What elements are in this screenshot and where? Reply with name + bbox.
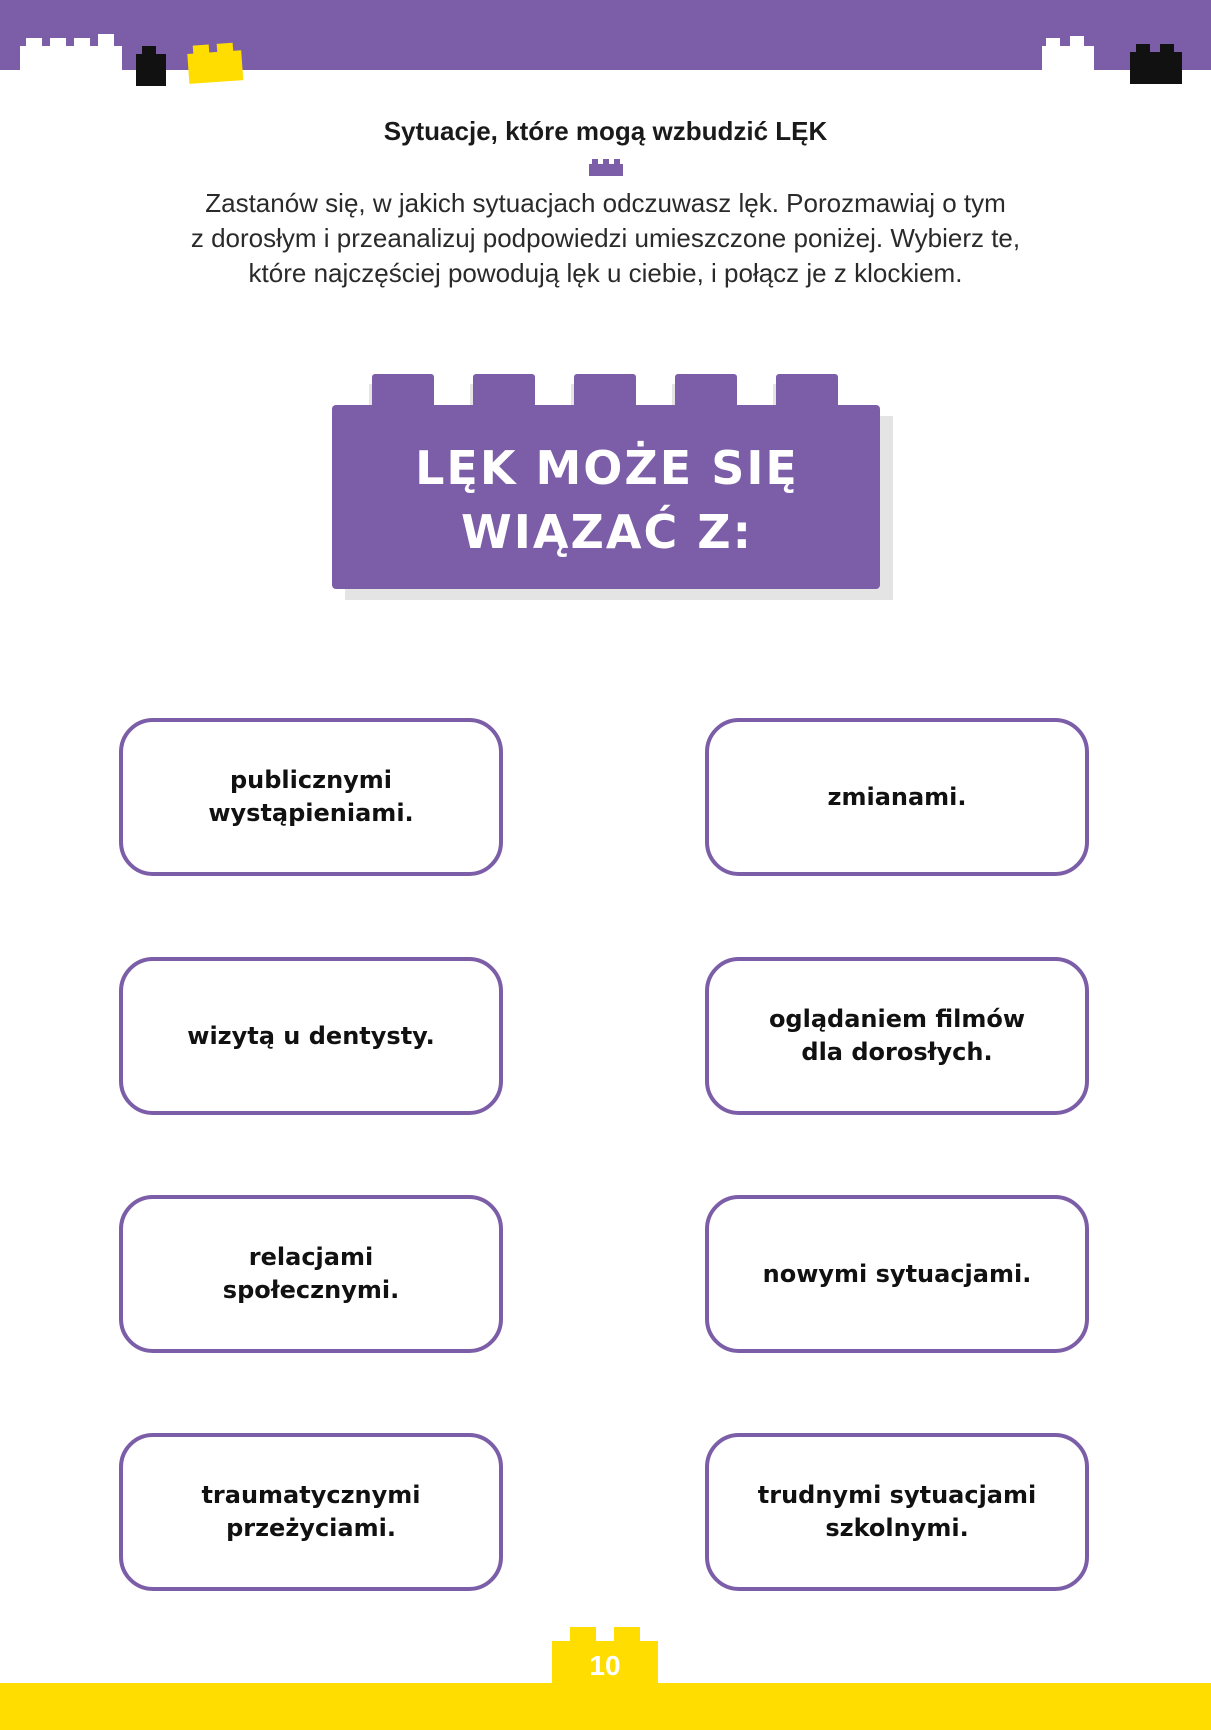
option-card-label: wizytą u dentysty.: [187, 1021, 435, 1050]
yellow-brick-icon: [187, 42, 244, 84]
black-brick-left-icon: [136, 46, 166, 86]
option-card-adult-films[interactable]: oglądaniem filmów dla dorosłych.: [705, 957, 1089, 1115]
option-card-new-situations[interactable]: nowymi sytuacjami.: [705, 1195, 1089, 1353]
top-banner: [0, 0, 1211, 70]
white-brick-right-icon: [1042, 36, 1094, 74]
option-card-changes[interactable]: zmianami.: [705, 718, 1089, 876]
option-card-dentist[interactable]: wizytą u dentysty.: [119, 957, 503, 1115]
page-number: 10: [589, 1650, 621, 1681]
instruction-line: Zastanów się, w jakich sytuacjach odczuw…: [205, 188, 1006, 218]
option-card-social-relations[interactable]: relacjami społecznymi.: [119, 1195, 503, 1353]
option-card-label: traumatycznymi przeżyciami.: [201, 1481, 421, 1542]
white-brick-left-icon: [20, 34, 122, 74]
brick-heading-line: WIĄZAĆ Z:: [461, 505, 753, 559]
option-card-label: relacjami społecznymi.: [222, 1243, 400, 1304]
central-brick-icon: [332, 374, 893, 600]
brick-heading-line: LĘK MOŻE SIĘ: [415, 441, 799, 495]
instruction-line: z dorosłym i przeanalizuj podpowiedzi um…: [190, 223, 1021, 253]
page-title: Sytuacje, które mogą wzbudzić LĘK: [383, 116, 828, 146]
option-card-public-speaking[interactable]: publicznymi wystąpieniami.: [119, 718, 503, 876]
option-card-label: publicznymi wystąpieniami.: [208, 766, 414, 827]
option-card-label: trudnymi sytuacjami szkolnymi.: [757, 1481, 1037, 1542]
brick-heading: LĘK MOŻE SIĘ WIĄZAĆ Z:: [332, 436, 882, 564]
black-brick-right-icon: [1130, 44, 1182, 84]
bottom-banner: [0, 1683, 1211, 1730]
option-card-label: zmianami.: [827, 782, 967, 811]
small-brick-divider-icon: [589, 159, 623, 176]
page-number-brick-icon: [552, 1627, 658, 1687]
option-card-school[interactable]: trudnymi sytuacjami szkolnymi.: [705, 1433, 1089, 1591]
option-card-label: nowymi sytuacjami.: [762, 1259, 1032, 1288]
instruction-line: które najczęściej powodują lęk u ciebie,…: [248, 258, 963, 288]
option-card-trauma[interactable]: traumatycznymi przeżyciami.: [119, 1433, 503, 1591]
option-card-label: oglądaniem filmów dla dorosłych.: [768, 1005, 1026, 1066]
instructions: Zastanów się, w jakich sytuacjach odczuw…: [100, 186, 1111, 291]
